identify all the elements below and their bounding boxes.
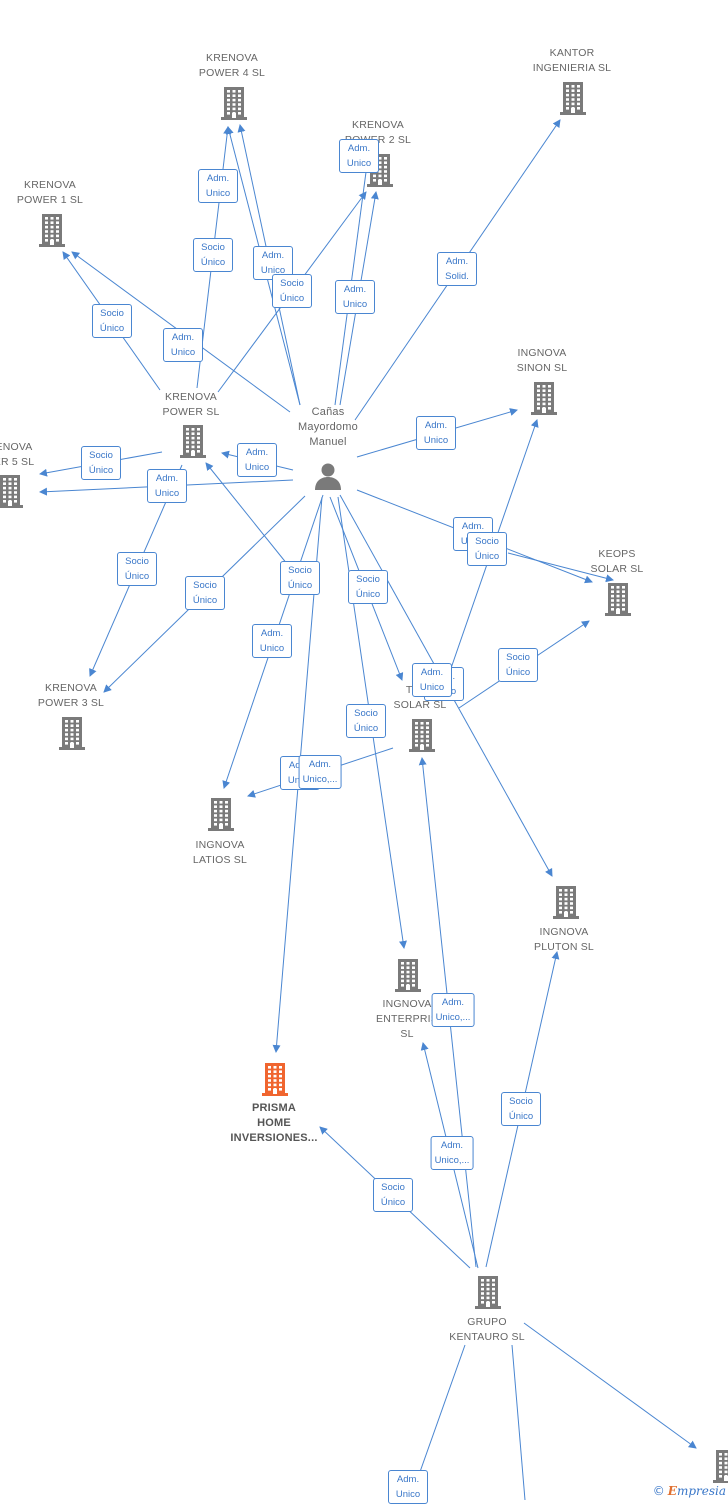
relation-label[interactable]: Socio Único <box>193 238 233 272</box>
company-krenova-power-5[interactable] <box>0 474 23 513</box>
company-kantor-ingenieria[interactable] <box>560 81 586 120</box>
company-name-label[interactable]: PRISMA HOME INVERSIONES... <box>230 1102 318 1144</box>
company-prisma-home[interactable] <box>262 1062 288 1101</box>
relation-label[interactable]: Adm. Unico <box>198 169 238 203</box>
relation-label[interactable]: Adm. Unico <box>412 663 452 697</box>
relation-label[interactable]: Socio Único <box>501 1092 541 1126</box>
company-name-label[interactable]: INGNOVA LATIOS SL <box>192 839 248 866</box>
company-name-label[interactable]: GRUPO KENTAURO SL <box>449 1316 525 1343</box>
company-name-label[interactable]: KRENOVA POWER 1 SL <box>16 179 84 206</box>
relation-label[interactable]: Socio Único <box>117 552 157 586</box>
relation-label[interactable]: Adm. Unico <box>335 280 375 314</box>
company-name-label[interactable]: KEOPS SOLAR SL <box>590 548 644 575</box>
company-ingnova-latios[interactable] <box>208 797 234 836</box>
company-ingnova-sinon[interactable] <box>531 381 557 420</box>
edge-layer <box>39 119 697 1500</box>
company-name-label[interactable]: INGNOVA ENTERPRIS SL <box>376 998 438 1040</box>
company-krenova-power-3[interactable] <box>59 716 85 755</box>
building-icon <box>59 717 85 750</box>
relation-label[interactable]: Socio Único <box>348 570 388 604</box>
brand-initial: E <box>667 1484 677 1498</box>
person-name-label[interactable]: Cañas Mayordomo Manuel <box>298 406 358 448</box>
person-icon[interactable] <box>313 461 343 491</box>
company-ingnova-pluton[interactable] <box>553 885 579 924</box>
relation-label[interactable]: Socio Único <box>467 532 507 566</box>
relation-label[interactable]: Adm. Unico,... <box>430 1136 474 1170</box>
relation-edge <box>511 1344 526 1500</box>
building-icon <box>553 886 579 919</box>
relation-label[interactable]: Socio Único <box>81 446 121 480</box>
building-icon <box>560 82 586 115</box>
building-icon <box>208 798 234 831</box>
building-icon <box>0 475 23 508</box>
company-teseo-solar[interactable] <box>409 718 435 757</box>
relation-label[interactable]: Socio Único <box>346 704 386 738</box>
relation-label[interactable]: Adm. Unico,... <box>431 993 475 1027</box>
company-name-label[interactable]: INGNOVA PLUTON SL <box>534 926 594 953</box>
relation-label[interactable]: Socio Único <box>185 576 225 610</box>
company-krenova-power[interactable] <box>180 424 206 463</box>
building-icon <box>180 425 206 458</box>
relation-edge <box>523 1322 697 1449</box>
relation-label[interactable]: Adm. Unico <box>388 1470 428 1504</box>
company-krenova-power-1[interactable] <box>39 213 65 252</box>
relation-label[interactable]: Socio Único <box>280 561 320 595</box>
relation-label[interactable]: Adm. Unico <box>252 624 292 658</box>
relation-label[interactable]: Adm. Unico <box>416 416 456 450</box>
company-ingnova-enterprise[interactable] <box>395 958 421 997</box>
relation-label[interactable]: Socio Único <box>373 1178 413 1212</box>
relation-edge <box>507 552 614 583</box>
building-icon <box>713 1450 728 1483</box>
brand-watermark: ©Empresia <box>653 1484 726 1498</box>
company-keops-solar[interactable] <box>605 582 631 621</box>
company-name-label[interactable]: INGNOVA SINON SL <box>516 347 568 374</box>
relation-label[interactable]: Socio Único <box>272 274 312 308</box>
building-icon <box>531 382 557 415</box>
building-icon <box>39 214 65 247</box>
building-icon <box>605 583 631 616</box>
relation-label[interactable]: Socio Único <box>498 648 538 682</box>
relation-label[interactable]: Adm. Unico <box>339 139 379 173</box>
building-icon <box>409 719 435 752</box>
relation-label[interactable]: Adm. Unico <box>147 469 187 503</box>
company-grupo-kentauro[interactable] <box>475 1275 501 1314</box>
relation-edge <box>334 141 374 406</box>
company-name-label[interactable]: KRENOVA POWER 4 SL <box>198 52 266 79</box>
company-krenova-power-4[interactable] <box>221 86 247 125</box>
building-icon <box>221 87 247 120</box>
copyright-symbol: © <box>652 1484 665 1498</box>
company-name-label[interactable]: KANTOR INGENIERIA SL <box>532 47 612 74</box>
relation-label[interactable]: Socio Único <box>92 304 132 338</box>
company-name-label[interactable]: KRENOVA POWER 3 SL <box>37 682 105 709</box>
company-offscreen-right[interactable] <box>713 1449 728 1488</box>
company-name-label[interactable]: KRENOVA POWER SL <box>162 391 220 418</box>
company-name-label[interactable]: ENOVA ER 5 SL <box>0 441 35 468</box>
relation-label[interactable]: Adm. Solid. <box>437 252 477 286</box>
building-icon <box>475 1276 501 1309</box>
relation-label[interactable]: Adm. Unico,... <box>298 755 342 789</box>
relation-label[interactable]: Adm. Unico <box>237 443 277 477</box>
building-icon <box>262 1063 288 1096</box>
relation-label[interactable]: Adm. Unico <box>163 328 203 362</box>
brand-name: mpresia <box>676 1484 726 1498</box>
building-icon <box>395 959 421 992</box>
